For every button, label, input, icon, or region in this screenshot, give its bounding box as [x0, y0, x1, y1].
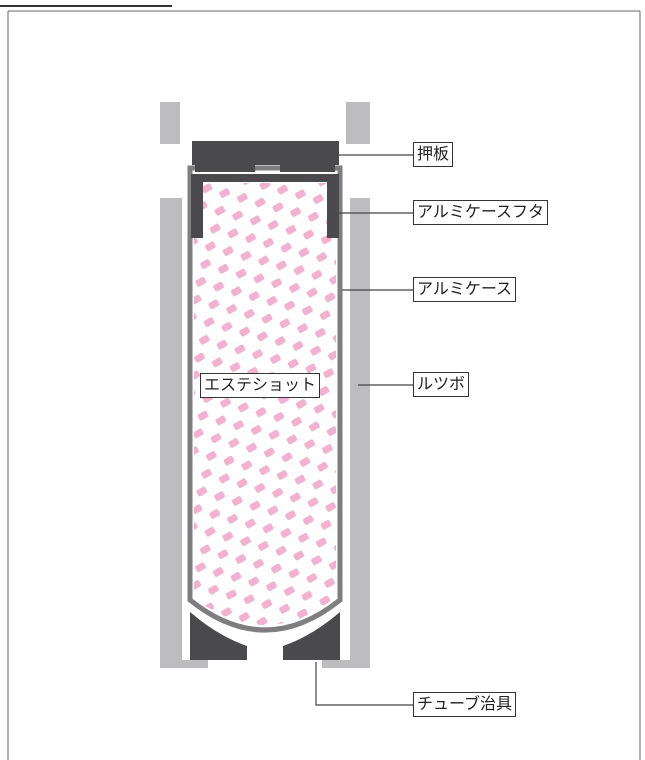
- tube-jig: [190, 612, 340, 660]
- press-plate: [192, 141, 339, 165]
- aluminum-case-lid: [191, 165, 339, 238]
- label-aluminum-case: アルミケース: [413, 277, 517, 302]
- label-aluminum-case-lid: アルミケースフタ: [413, 200, 549, 225]
- label-sample: エステショット: [200, 373, 321, 398]
- frame: [0, 5, 641, 760]
- crucible: [160, 102, 370, 668]
- label-tube-jig: チューブ治具: [413, 692, 517, 717]
- sample-fill: [194, 183, 336, 625]
- leader-lines: [315, 154, 413, 706]
- label-press-plate: 押板: [413, 142, 454, 167]
- label-crucible: ルツボ: [413, 372, 470, 397]
